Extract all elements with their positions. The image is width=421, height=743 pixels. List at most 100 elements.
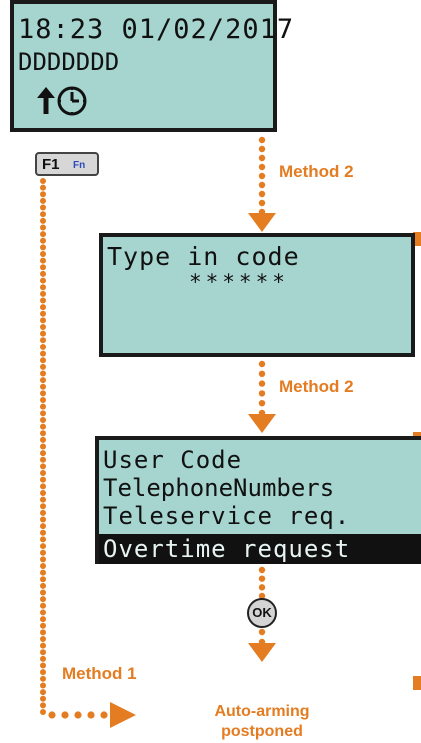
connector-dot (40, 184, 46, 191)
connector-dot (40, 211, 46, 218)
connector-dot (40, 423, 46, 430)
connector-dot (40, 629, 46, 636)
connector-dot (40, 596, 46, 603)
method1-horizontal-dots (48, 711, 108, 719)
connector-dot (100, 711, 108, 719)
connector-dot (40, 543, 46, 550)
connector-dot (40, 689, 46, 696)
method2-dotted-line-1 (258, 136, 266, 216)
connector-dot (258, 163, 266, 171)
f1-key-label: F1 (42, 156, 60, 173)
lcd-status-line: DDDDDDD (18, 48, 120, 76)
method1-label: Method 1 (62, 664, 137, 683)
connector-dot (40, 304, 46, 311)
connector-dot (40, 443, 46, 450)
connector-dot (40, 602, 46, 609)
arrow-head-4 (110, 702, 136, 728)
connector-dot (40, 377, 46, 384)
connector-dot (258, 380, 266, 387)
connector-dot (258, 584, 266, 591)
connector-dot (40, 383, 46, 390)
connector-dot (40, 270, 46, 277)
connector-dot (258, 390, 266, 397)
connector-dot (258, 145, 266, 153)
connector-dot (40, 516, 46, 523)
connector-dot (40, 642, 46, 649)
arrow-clock-icon (32, 84, 94, 123)
ok-button[interactable]: OK (247, 598, 277, 628)
connector-dot (40, 330, 46, 337)
connector-dot (40, 224, 46, 231)
connector-dot (87, 711, 95, 719)
connector-dot (40, 582, 46, 589)
connector-dot (40, 589, 46, 596)
menu-item-user-code[interactable]: User Code (103, 446, 243, 474)
connector-dot (40, 410, 46, 417)
menu-item-overtime-selected[interactable]: Overtime request (99, 534, 421, 564)
connector-dot (258, 566, 266, 574)
connector-dot (40, 569, 46, 576)
menu-item-telephone-numbers[interactable]: TelephoneNumbers (103, 474, 335, 502)
method2-dotted-line-2 (258, 360, 266, 417)
connector-dot (258, 400, 266, 407)
connector-dot (61, 711, 69, 719)
connector-dot (40, 529, 46, 536)
connector-dot (40, 622, 46, 629)
connector-dot (40, 310, 46, 317)
connector-dot (40, 463, 46, 470)
connector-dot (258, 172, 266, 180)
connector-dot (258, 190, 266, 198)
connector-dot (258, 575, 266, 582)
connector-dot (40, 350, 46, 357)
menu-item-teleservice[interactable]: Teleservice req. (103, 502, 351, 530)
fn-key-label: Fn (73, 160, 86, 171)
f1-fn-key[interactable]: F1 Fn (35, 152, 99, 176)
connector-dot (40, 669, 46, 676)
connector-dot (40, 496, 46, 503)
connector-dot (40, 503, 46, 510)
connector-dot (40, 649, 46, 656)
connector-dot (40, 324, 46, 331)
connector-dot (40, 397, 46, 404)
connector-dot (40, 609, 46, 616)
connector-dot (40, 536, 46, 543)
connector-dot (40, 416, 46, 423)
connector-dot (40, 317, 46, 324)
arrow-head-2 (248, 414, 276, 433)
connector-dot (40, 370, 46, 377)
edge-mark-2 (413, 432, 421, 436)
connector-dot (40, 430, 46, 437)
arrow-head-1 (248, 213, 276, 232)
lcd-prompt: Type in code (107, 242, 300, 271)
connector-dot (40, 191, 46, 198)
connector-dot (40, 363, 46, 370)
connector-dot (40, 682, 46, 689)
connector-dot (40, 343, 46, 350)
connector-dot (40, 178, 46, 184)
connector-dot (40, 523, 46, 530)
connector-dot (40, 237, 46, 244)
connector-dot (48, 711, 56, 719)
connector-dot (40, 695, 46, 702)
connector-dot (40, 662, 46, 669)
lcd-screen-home: 18:23 01/02/2017 DDDDDDD (10, 0, 293, 132)
connector-dot (40, 549, 46, 556)
connector-dot (40, 357, 46, 364)
connector-dot (40, 476, 46, 483)
connector-dot (258, 628, 266, 636)
connector-dot (40, 616, 46, 623)
connector-dot (40, 264, 46, 271)
arrow-head-3 (248, 643, 276, 662)
connector-dot (40, 277, 46, 284)
connector-dot (40, 217, 46, 224)
connector-dot (40, 284, 46, 291)
connector-dot (258, 136, 266, 144)
connector-dot (40, 297, 46, 304)
connector-dot (40, 702, 46, 709)
connector-dot (258, 360, 266, 368)
connector-dot (40, 562, 46, 569)
connector-dot (40, 576, 46, 583)
ok-dotted-line (258, 566, 266, 646)
lcd-code-mask: ****** (189, 270, 289, 294)
